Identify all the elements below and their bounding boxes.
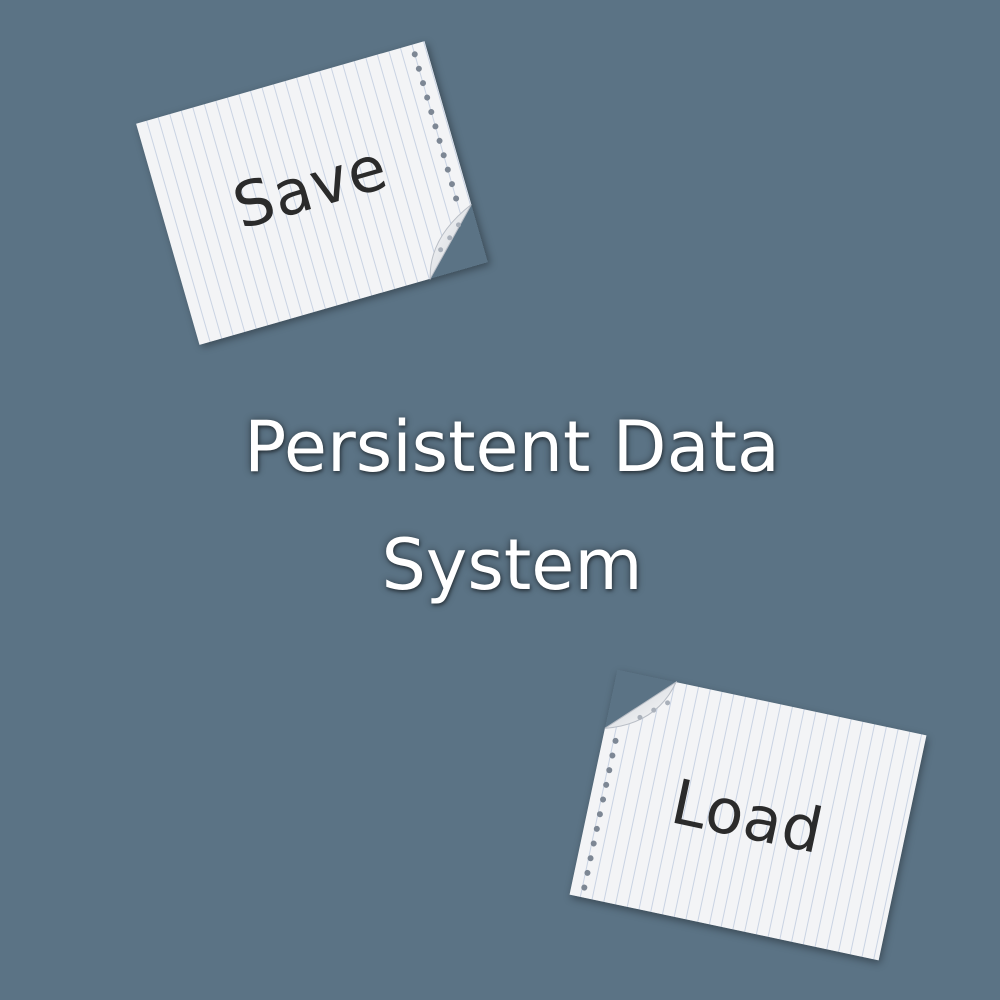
notepaper-icon <box>569 680 927 961</box>
title-line-1: Persistent Data <box>244 406 780 488</box>
title-line-2: System <box>381 524 643 606</box>
save-button[interactable]: Save <box>136 41 488 345</box>
load-button[interactable]: Load <box>569 670 927 961</box>
notepaper-icon <box>136 41 472 345</box>
page-title: Persistent Data System <box>0 388 1000 624</box>
